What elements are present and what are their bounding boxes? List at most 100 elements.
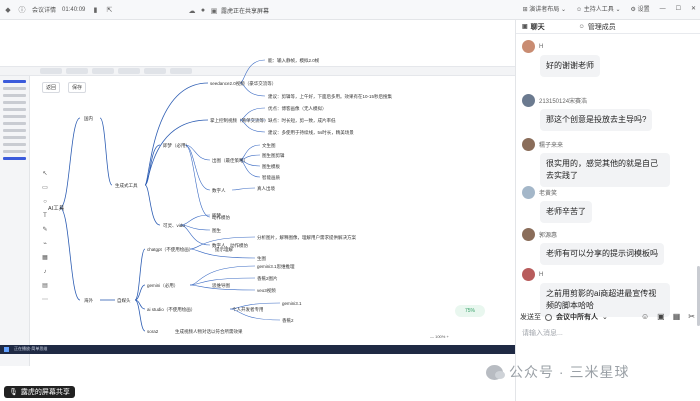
send-target-row: 发送至 会议中所有人 ⌄ ☺ ▣ ▦ ✂ — [516, 310, 700, 324]
note-icon: ♪ — [43, 269, 47, 275]
windows-start-icon — [4, 347, 9, 352]
mindmap-node: 即梦（必用） — [163, 142, 190, 149]
cursor-icon: ↖ — [42, 171, 48, 177]
mindmap-node-media: 自媒头 — [117, 297, 131, 304]
sender-name: H — [539, 43, 544, 50]
circle-icon: ○ — [43, 199, 47, 205]
mindmap-node: seedance2.0视频（豪华交流等） — [210, 80, 276, 87]
shape-icon: ▭ — [42, 185, 48, 191]
chat-tabs: ▣聊天 ☺管理成员 — [516, 20, 700, 34]
avatar — [522, 228, 535, 241]
emoji-icon[interactable]: ☺ — [641, 312, 650, 321]
host-tools-button[interactable]: ☺ 主持人工具 ⌄ — [576, 7, 621, 13]
screen-share-badge-text: 露虎的屏幕共享 — [20, 389, 70, 396]
mindmap-node: 分析图片，解释图像，理解用户需求提供解决方案 — [257, 234, 356, 241]
chat-message-list[interactable]: H 好的谢谢老师 213150124宋赛浩 那这个创意是投放去主导吗? 糯子来来… — [516, 36, 700, 326]
screen-share-badge[interactable]: 🎙 露虎的屏幕共享 — [4, 386, 75, 398]
screen-share-indicator-bar: 🎙 露虎的屏幕共享 — [0, 382, 515, 401]
avatar — [522, 40, 535, 53]
info-icon[interactable]: ⓘ — [18, 6, 26, 14]
mindmap-node: 建议：剪辑等，上午好，下面后多用。效果有在10-15秒后搜集 — [268, 93, 393, 100]
mindmap-node: ai studio（不使用绘画） — [147, 306, 195, 313]
tab-members[interactable]: ☺管理成员 — [579, 22, 616, 32]
pin-icon[interactable]: ⇱ — [106, 6, 113, 14]
mindmap-node: 香蕉2 — [282, 317, 294, 324]
mindmap-node: 可灵、vidu — [163, 223, 185, 229]
screen-share-icon: ▣ — [210, 7, 218, 15]
shared-screen: 返回 保存 ↖▭○ T✎⌁ ▦♪▤ ⋯ — [0, 20, 515, 382]
speaker-view-label: 演讲者布局 — [529, 7, 560, 13]
mindmap-node-generative: 生成式工具 — [115, 182, 138, 189]
minimize-button[interactable]: — — [659, 5, 666, 12]
chevron-down-icon[interactable]: ⌄ — [602, 314, 608, 321]
text-icon: T — [43, 213, 47, 219]
mindmap-node: 即梦 — [212, 213, 221, 219]
meeting-info-label[interactable]: 会议详情 — [32, 8, 57, 14]
speaker-view-button[interactable]: ⊞ 演讲者布局 ⌄ — [522, 7, 566, 13]
record-icon: ● — [200, 7, 206, 14]
mindmap-node: 香蕉2图片 — [257, 275, 278, 282]
mindmap-node: 文生图 — [262, 142, 276, 149]
mindmap-node: sora2 — [147, 329, 159, 334]
pen-icon: ✎ — [42, 227, 48, 233]
mindmap-node: 提示理解 — [215, 246, 233, 253]
shared-zoom-controls: — 100% + — [430, 334, 449, 339]
chat-message: H 好的谢谢老师 — [522, 40, 694, 77]
send-target-select[interactable]: 会议中所有人 — [556, 314, 598, 321]
chat-panel: ▣聊天 ☺管理成员 H 好的谢谢老师 213150124宋赛浩 那这个创意是投放… — [515, 20, 700, 401]
message-bubble: 老师辛苦了 — [540, 201, 592, 223]
wechat-icon — [486, 364, 505, 380]
shared-taskbar-label: 正在播放·简单思维 — [14, 346, 48, 351]
chat-input[interactable]: 请输入消息... — [522, 330, 563, 337]
signal-icon: ▮ — [93, 6, 98, 14]
mindmap-toolstrip: ↖▭○ T✎⌁ ▦♪▤ ⋯ — [40, 170, 50, 303]
watermark-text: 公众号 · 三米星球 — [509, 364, 630, 380]
image-icon[interactable]: ▦ — [672, 312, 681, 321]
settings-label: 设置 — [637, 7, 650, 13]
avatar — [522, 186, 535, 199]
mindmap-node: gemini（必用） — [147, 282, 178, 289]
mindmap-node: gemini3.1 — [282, 301, 302, 306]
settings-button[interactable]: ⚙ 设置 — [630, 7, 650, 13]
tab-chat[interactable]: ▣聊天 — [522, 22, 545, 32]
sender-name: 郭源惠 — [539, 233, 558, 239]
microphone-icon: 🎙 — [9, 389, 18, 396]
message-bubble: 老师有可以分享的提示词模板吗 — [540, 243, 664, 265]
shared-taskbar: 正在播放·简单思维 — [0, 345, 515, 354]
close-button[interactable]: ✕ — [690, 6, 696, 12]
mindmap-node: veo3视频 — [257, 287, 276, 294]
mindmap-node: 出图（最佳策略） — [212, 157, 248, 164]
mindmap-node: 建议：多使用于持续线，5s时长，精美场景 — [268, 129, 354, 136]
scissors-icon[interactable]: ✂ — [688, 312, 695, 321]
more-icon: ⋯ — [42, 297, 48, 303]
avatar — [522, 268, 535, 281]
mindmap-node: 个人开发者专用 — [232, 306, 264, 313]
mindmap-node: 能：输入静帧，模拟2.0帧 — [268, 57, 320, 64]
mindmap-node: 优点：博客画像（无人模拟） — [268, 105, 327, 112]
mindmap-node: 数字人 — [212, 187, 226, 194]
tab-chat-label: 聊天 — [530, 23, 545, 31]
meeting-top-bar: ◆ ⓘ 会议详情 01:40:09 ▮ ⇱ ☁ ● ▣ 露虎正在共享屏幕 ⊞ 演… — [0, 0, 700, 20]
chat-scrollbar[interactable] — [697, 266, 700, 326]
avatar — [522, 138, 535, 151]
mindmap-node: gemini3.1思维推理 — [257, 263, 295, 270]
meeting-timer: 01:40:09 — [62, 6, 86, 13]
shared-zoom-pill: 75% — [455, 305, 485, 317]
person-icon — [545, 313, 552, 321]
mindmap-node: 图生模板 — [262, 163, 280, 170]
image-icon: ▦ — [42, 255, 48, 261]
mindmap-node: 图生 — [212, 227, 221, 234]
file-icon[interactable]: ▣ — [657, 312, 665, 321]
watermark: 公众号 · 三米星球 — [486, 362, 629, 382]
shared-browser-tabs — [0, 66, 515, 76]
mindmap-node-domestic: 国内 — [84, 115, 93, 122]
chat-message: H 之前用剪影的ai商超进最宣传视频的脚本哈哈 — [522, 268, 694, 317]
mindmap-node: 动作模仿 — [212, 214, 230, 221]
mindmap-node: chatgpt（不使用绘画） — [147, 246, 193, 253]
mindmap-node: 真人出境 — [257, 185, 275, 192]
maximize-button[interactable]: ☐ — [675, 6, 681, 12]
chat-message: 糯子来来 很实用的，感觉其他的就是自己去实践了 — [522, 138, 694, 187]
send-to-label: 发送至 — [520, 314, 541, 321]
shared-app-sidebar — [0, 76, 30, 366]
mindmap-node-overseas: 海外 — [84, 297, 93, 304]
